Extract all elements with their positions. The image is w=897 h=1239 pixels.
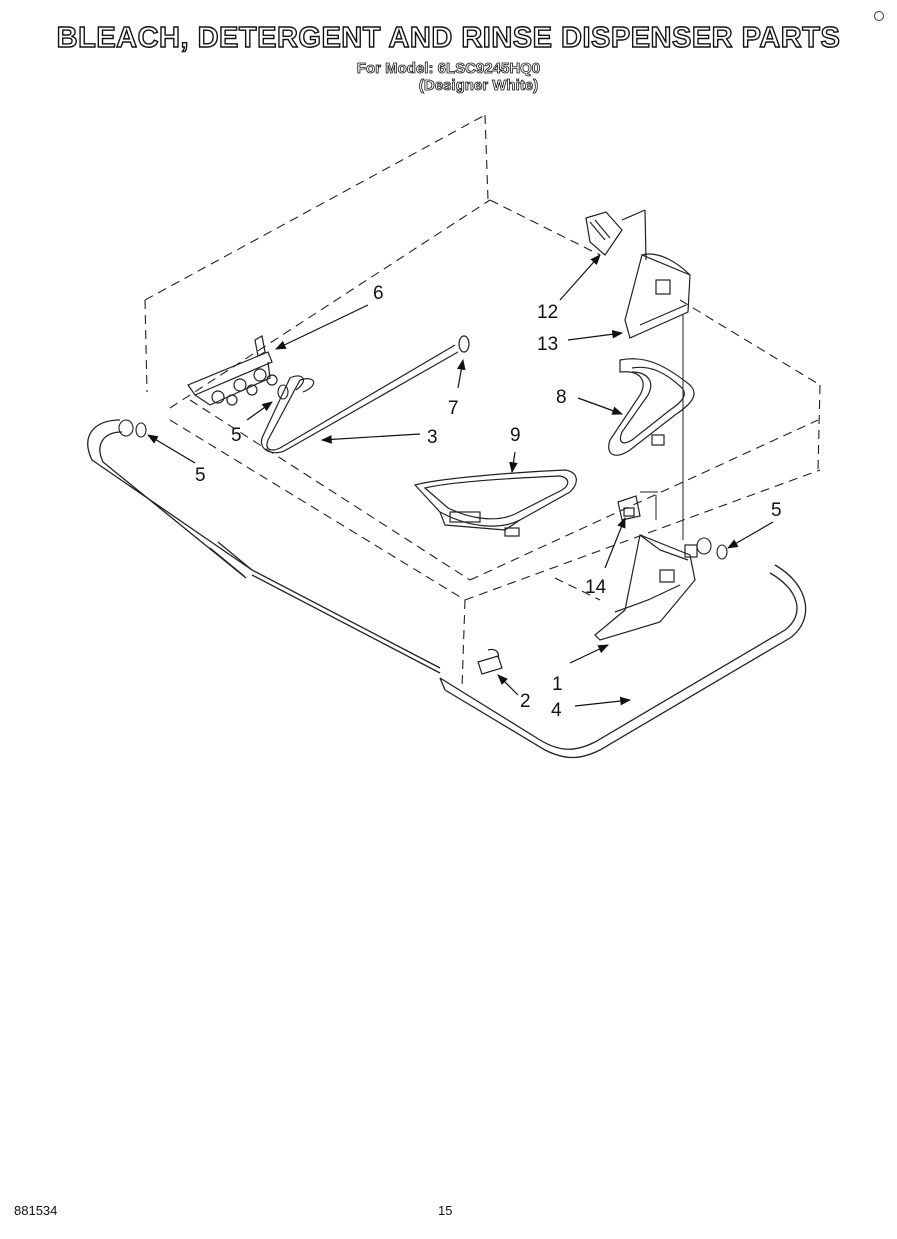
corner-circle-icon <box>874 11 884 21</box>
leader-arrows <box>147 254 774 707</box>
callout-12: 12 <box>537 302 558 323</box>
part-13-housing <box>624 253 691 339</box>
model-line: For Model: 6LSC9245HQ0 <box>356 60 541 78</box>
guide-lines <box>640 315 684 540</box>
callout-2: 2 <box>520 691 531 712</box>
callout-1: 1 <box>552 674 563 695</box>
part-6-manifold <box>187 335 278 406</box>
callout-labels: 1 2 3 4 5 5 5 6 7 8 9 12 13 14 <box>195 283 782 721</box>
page-number: 15 <box>438 1203 453 1218</box>
right-hose-4 <box>439 564 807 759</box>
callout-5-left-hose: 5 <box>195 465 206 486</box>
page-title: BLEACH, DETERGENT AND RINSE DISPENSER PA… <box>56 21 841 54</box>
part-1-dispenser <box>594 534 698 641</box>
cabinet-outline <box>144 114 821 689</box>
part-14-clip <box>617 495 641 521</box>
callout-8: 8 <box>556 387 567 408</box>
part-12-bracket <box>585 209 647 261</box>
part-2-clip <box>477 648 503 675</box>
variant-line: (Designer White) <box>418 77 539 95</box>
callout-6: 6 <box>373 283 384 304</box>
callout-13: 13 <box>537 334 558 355</box>
part-9-dispenser <box>413 469 577 537</box>
document-number: 881534 <box>14 1203 58 1218</box>
callout-3: 3 <box>427 427 438 448</box>
callout-4: 4 <box>551 700 562 721</box>
left-hose <box>87 419 441 674</box>
callout-14: 14 <box>585 577 607 598</box>
callout-9: 9 <box>510 425 521 446</box>
part-3-tube <box>260 335 470 454</box>
clamp-parts <box>118 384 728 560</box>
part-8-gasket <box>608 358 695 456</box>
callout-5-right-hose: 5 <box>771 500 782 521</box>
callout-5-left-clamp: 5 <box>231 425 242 446</box>
callout-7: 7 <box>448 398 459 419</box>
